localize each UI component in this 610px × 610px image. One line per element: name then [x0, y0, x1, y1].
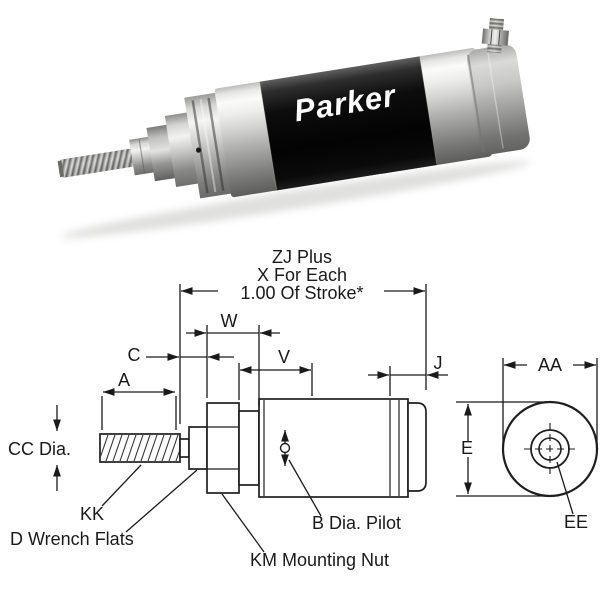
- piston-rod-photo: [57, 148, 138, 178]
- dim-e: E: [456, 401, 548, 497]
- dim-v: V: [238, 347, 313, 400]
- mounting-stud-photo: [481, 18, 509, 54]
- rod-collars-photo: [129, 112, 200, 188]
- rod-neck: [179, 438, 190, 458]
- dim-j-label: J: [434, 353, 443, 373]
- dim-zj: ZJ Plus X For Each 1.00 Of Stroke*: [179, 247, 427, 424]
- side-view: [99, 398, 427, 498]
- photo-shadow: [60, 161, 531, 238]
- dim-a: A: [101, 370, 177, 430]
- callout-kk: KK: [80, 464, 142, 524]
- end-cap: [407, 402, 427, 492]
- pilot-hole: [279, 442, 291, 454]
- dim-aa: AA: [502, 355, 598, 450]
- dim-zj-label-3: 1.00 Of Stroke*: [240, 283, 363, 303]
- dim-c-label: C: [128, 345, 141, 365]
- mounting-nut: [206, 402, 240, 494]
- dim-c: C: [128, 345, 234, 365]
- dim-cc-label: CC Dia.: [8, 439, 71, 459]
- dim-cc: CC Dia.: [8, 405, 71, 491]
- dimension-diagram: ZJ Plus X For Each 1.00 Of Stroke* W C: [8, 247, 599, 570]
- rod-thread: [99, 433, 181, 463]
- pilot-collar: [238, 410, 260, 486]
- dim-aa-label: AA: [538, 355, 562, 375]
- product-photo: Parker: [57, 18, 531, 238]
- callout-b-label: B Dia. Pilot: [312, 513, 401, 533]
- dim-a-label: A: [118, 370, 130, 390]
- end-view: [501, 400, 599, 498]
- dim-w: W: [186, 311, 280, 407]
- callout-km-label: KM Mounting Nut: [250, 550, 389, 570]
- callout-ee-label: EE: [564, 512, 588, 532]
- dim-e-label: E: [461, 438, 473, 458]
- rod-thread-hatch: [100, 434, 180, 462]
- callout-b: B Dia. Pilot: [288, 459, 401, 533]
- callout-d-label: D Wrench Flats: [10, 529, 134, 549]
- callout-d: D Wrench Flats: [10, 469, 198, 549]
- dim-v-label: V: [278, 347, 290, 367]
- brand-band: Parker: [259, 56, 438, 191]
- dim-zj-label-2: X For Each: [257, 265, 347, 285]
- end-cap-photo: [466, 44, 530, 155]
- callout-ee: EE: [556, 461, 588, 532]
- callout-km: KM Mounting Nut: [221, 493, 389, 570]
- callout-kk-label: KK: [80, 504, 104, 524]
- wrench-flats: [188, 426, 208, 470]
- dim-w-label: W: [221, 311, 238, 331]
- dim-zj-label-1: ZJ Plus: [272, 247, 332, 267]
- head-port-dot: [195, 147, 202, 153]
- dim-j: J: [368, 353, 448, 396]
